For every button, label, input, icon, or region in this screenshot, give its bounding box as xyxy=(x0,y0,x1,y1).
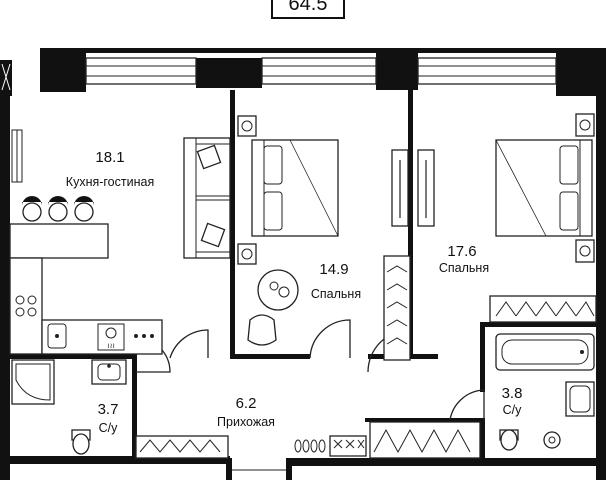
total-area-badge: 64.5 xyxy=(271,0,345,19)
name-bath2: С/у xyxy=(503,403,523,417)
room-label-bath2: 3.8 С/у xyxy=(502,385,523,417)
area-kitchen: 18.1 xyxy=(95,149,124,166)
bath1-fixtures xyxy=(11,359,127,455)
name-bedroom1: Спальня xyxy=(311,287,361,301)
outer-walls xyxy=(0,48,606,480)
kitchen-furniture: ≀≀≀ xyxy=(9,137,231,355)
room-label-bath1: 3.7 С/у xyxy=(98,401,119,435)
area-bedroom2: 17.6 xyxy=(447,243,476,260)
area-hallway: 6.2 xyxy=(236,395,257,412)
name-bedroom2: Спальня xyxy=(439,261,489,275)
name-bath1: С/у xyxy=(99,421,119,435)
bedroom2-furniture xyxy=(489,113,597,323)
hallway-furniture xyxy=(135,421,481,459)
total-area-value: 64.5 xyxy=(289,0,328,15)
room-label-kitchen: 18.1 Кухня-гостиная xyxy=(66,149,154,189)
bath2-fixtures xyxy=(495,333,595,451)
room-label-bedroom2: 17.6 Спальня xyxy=(439,243,489,275)
bedroom1-furniture xyxy=(237,115,435,361)
room-label-bedroom1: 14.9 Спальня xyxy=(311,261,361,301)
room-label-hallway: 6.2 Прихожая xyxy=(217,395,275,429)
svg-text:≀≀≀: ≀≀≀ xyxy=(107,343,115,350)
area-bath1: 3.7 xyxy=(98,401,119,418)
name-kitchen: Кухня-гостиная xyxy=(66,175,154,189)
interior-walls xyxy=(10,90,596,460)
area-bath2: 3.8 xyxy=(502,385,523,402)
area-bedroom1: 14.9 xyxy=(319,261,348,278)
name-hallway: Прихожая xyxy=(217,415,275,429)
